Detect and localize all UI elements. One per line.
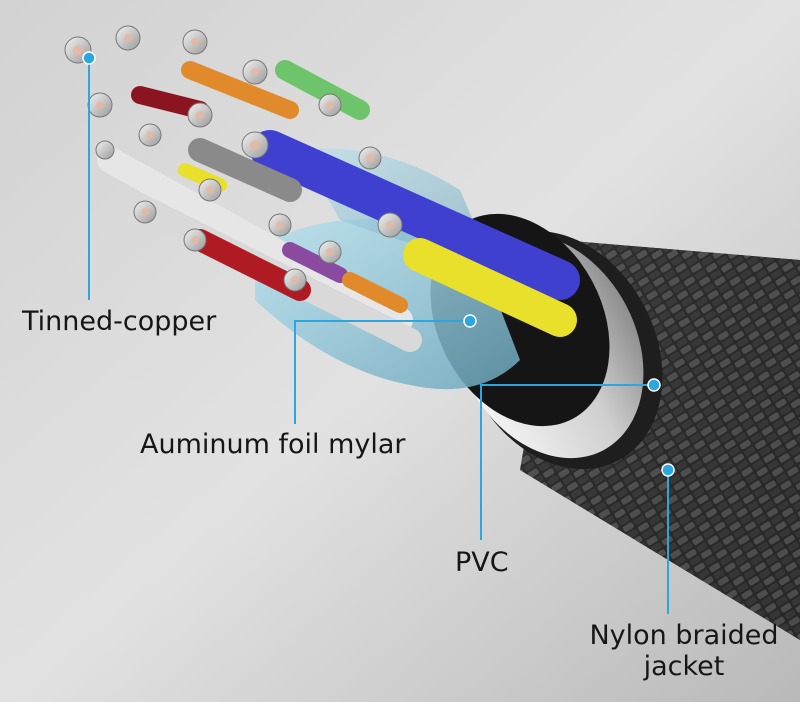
label-nylon-braided-jacket: Nylon braided jacket <box>589 620 779 682</box>
label-nylon-line-2: jacket <box>643 651 725 682</box>
label-aluminum-foil-mylar: Auminum foil mylar <box>140 429 406 460</box>
wire-orange <box>181 61 299 119</box>
label-pvc: PVC <box>455 547 509 578</box>
wire-yellow <box>403 238 577 337</box>
label-nylon-line-1: Nylon braided <box>589 620 779 651</box>
wire-blue <box>250 130 580 300</box>
wire-purple <box>282 242 348 283</box>
wire-grey <box>188 138 302 202</box>
conductors <box>64 25 580 352</box>
callout-dot-nylon <box>661 463 675 477</box>
callout-dots <box>82 51 675 477</box>
callout-dot-copper <box>82 51 96 65</box>
wire-red <box>189 229 311 301</box>
callout-dot-foil <box>463 314 477 328</box>
wire-green <box>275 60 370 120</box>
callout-line-foil <box>294 320 470 424</box>
callout-line-pvc <box>480 384 654 540</box>
wire-orange-2 <box>342 272 408 313</box>
callout-dot-pvc <box>647 378 661 392</box>
callout-lines <box>88 58 669 614</box>
label-tinned-copper: Tinned-copper <box>22 306 217 337</box>
